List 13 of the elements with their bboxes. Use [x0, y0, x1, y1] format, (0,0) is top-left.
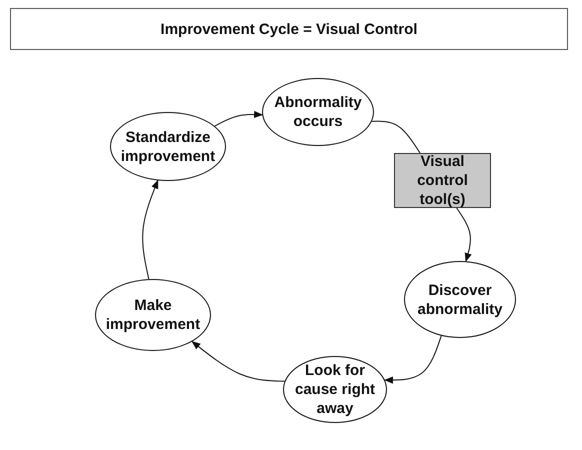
node-label: Abnormality occurs	[273, 93, 363, 131]
tool-box	[394, 153, 491, 208]
arrow	[191, 341, 286, 382]
arrow	[142, 180, 158, 280]
node-label: Look for cause right away	[294, 361, 376, 418]
title-text: Improvement Cycle = Visual Control	[160, 20, 418, 38]
node-label: Visual control tool(s)	[416, 152, 469, 209]
arrow	[456, 208, 472, 262]
arrow	[214, 110, 264, 127]
arrow	[384, 335, 442, 384]
node-label: Standardize improvement	[120, 128, 216, 166]
node-label: Make improvement	[104, 296, 202, 334]
node-label: Discover abnormality	[416, 280, 504, 318]
